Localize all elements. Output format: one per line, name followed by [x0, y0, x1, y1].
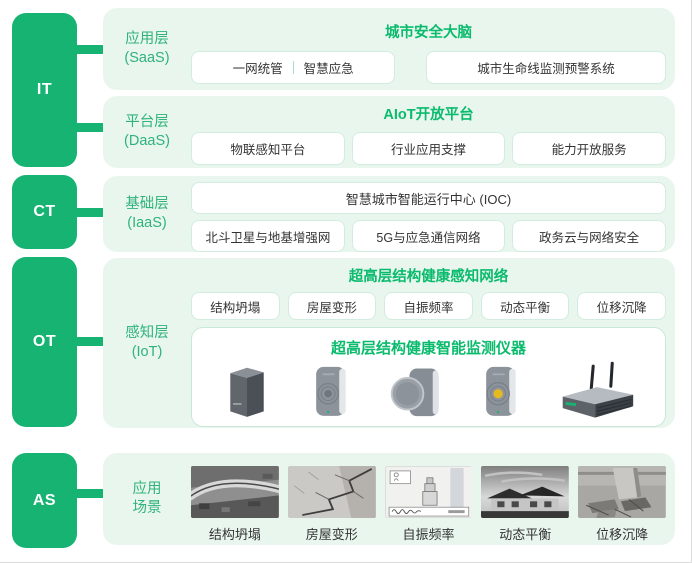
daas-box-industry-support: 行业应用支撑	[351, 132, 506, 165]
scene-caption: 自振频率	[402, 527, 455, 542]
device-strip	[192, 358, 665, 426]
iaas-box-beidou-network: 北斗卫星与地基增强网	[191, 220, 345, 252]
rail-block-as: AS	[12, 453, 77, 548]
scene-displacement-settlement: 位移沉降	[578, 466, 666, 543]
scene-dynamic-balance: 动态平衡	[481, 466, 570, 543]
layer-name-line2: 场景	[132, 500, 162, 516]
layer-label-daas: 平台层 (DaaS)	[103, 96, 191, 168]
device-panel-title: 超高层结构健康智能监测仪器	[330, 340, 526, 357]
column-sensor-icon	[221, 360, 273, 420]
iot-title: 超高层结构健康感知网络	[348, 269, 509, 285]
iot-box-natural-frequency: 自振频率	[384, 292, 473, 320]
rail-block-ot: OT	[12, 257, 77, 427]
iot-box-displacement-settlement: 位移沉降	[577, 292, 666, 320]
daas-box-open-services: 能力开放服务	[512, 132, 667, 165]
iaas-box-5g-network: 5G与应急通信网络	[351, 220, 506, 252]
connector-as-scenes	[76, 489, 104, 498]
rail-label-ct: CT	[33, 203, 56, 220]
saas-box1-left-label: 一网统管	[232, 62, 283, 76]
scene-natural-frequency: 自振频率	[384, 466, 473, 543]
layer-abbr: (IaaS)	[127, 215, 167, 231]
daas-title: AIoT开放平台	[383, 107, 474, 123]
monitoring-device-panel: 超高层结构健康智能监测仪器	[191, 327, 666, 427]
layer-row-scenes: 应用 场景 结构坍塌	[103, 453, 675, 545]
iot-box-dynamic-balance: 动态平衡	[480, 292, 570, 320]
connector-ct-iaas	[76, 208, 104, 217]
connector-it-daas	[76, 123, 104, 132]
rail-block-it: IT	[12, 13, 77, 167]
layer-abbr: (DaaS)	[124, 133, 170, 149]
saas-box1-right-label: 智慧应急	[303, 62, 354, 76]
saas-title: 城市安全大脑	[385, 25, 472, 41]
scene-caption: 位移沉降	[596, 527, 649, 542]
connector-ot-iot	[76, 337, 104, 346]
iaas-box-gov-cloud-security: 政务云与网络安全	[512, 220, 667, 252]
structural-collapse-photo	[191, 466, 279, 518]
iot-box-house-deformation: 房屋变形	[287, 292, 377, 320]
disc-sensor-icon	[387, 360, 443, 420]
scene-caption: 房屋变形	[305, 527, 358, 542]
wireless-gateway-icon	[557, 360, 637, 420]
rail-label-ot: OT	[32, 333, 57, 350]
layer-name: 应用层	[125, 30, 169, 47]
layer-row-daas: 平台层 (DaaS) AIoT开放平台 物联感知平台 行业应用支撑 能力开放服务	[103, 96, 675, 168]
scene-structural-collapse: 结构坍塌	[191, 466, 279, 543]
dynamic-balance-photo	[481, 466, 570, 518]
layer-abbr: (IoT)	[131, 344, 163, 360]
rail-label-it: IT	[36, 81, 53, 98]
layer-name: 平台层	[125, 113, 169, 130]
house-deformation-photo	[287, 466, 376, 518]
natural-frequency-photo	[384, 466, 473, 518]
layer-row-saas: 应用层 (SaaS) 城市安全大脑 一网统管 智慧应急 城市生命线监测预警系统	[103, 8, 675, 90]
layer-name-line1: 应用	[132, 480, 162, 497]
daas-box-iot-platform: 物联感知平台	[191, 132, 345, 165]
rail-label-as: AS	[32, 491, 57, 509]
scene-row: 结构坍塌 房屋变形	[191, 466, 666, 543]
layer-abbr: (SaaS)	[124, 50, 170, 66]
saas-box-lifeline-system: 城市生命线监测预警系统	[426, 51, 666, 84]
layer-label-saas: 应用层 (SaaS)	[103, 8, 191, 90]
scene-caption: 结构坍塌	[208, 527, 261, 542]
layer-row-iot: 感知层 (IoT) 超高层结构健康感知网络 结构坍塌 房屋变形 自振频率 动态平…	[103, 258, 675, 428]
connector-it-saas	[76, 45, 104, 54]
layer-label-iot: 感知层 (IoT)	[103, 258, 191, 428]
layer-name: 基础层	[125, 195, 169, 212]
displacement-settlement-photo	[578, 466, 666, 518]
vertical-divider	[292, 61, 294, 74]
scene-caption: 动态平衡	[499, 527, 552, 542]
layer-label-scenes: 应用 场景	[103, 453, 191, 545]
ring-sensor-icon	[306, 360, 354, 420]
iot-box-structural-collapse: 结构坍塌	[191, 292, 280, 320]
layer-label-iaas: 基础层 (IaaS)	[103, 176, 191, 252]
layer-name: 感知层	[125, 324, 169, 341]
saas-box-unified-management: 一网统管 智慧应急	[191, 51, 396, 84]
beacon-sensor-icon	[476, 360, 524, 420]
layer-row-iaas: 基础层 (IaaS) 智慧城市智能运行中心 (IOC) 北斗卫星与地基增强网 5…	[103, 176, 675, 252]
rail-block-ct: CT	[12, 175, 77, 249]
iaas-box-ioc-center: 智慧城市智能运行中心 (IOC)	[191, 182, 666, 214]
scene-house-deformation: 房屋变形	[287, 466, 376, 543]
